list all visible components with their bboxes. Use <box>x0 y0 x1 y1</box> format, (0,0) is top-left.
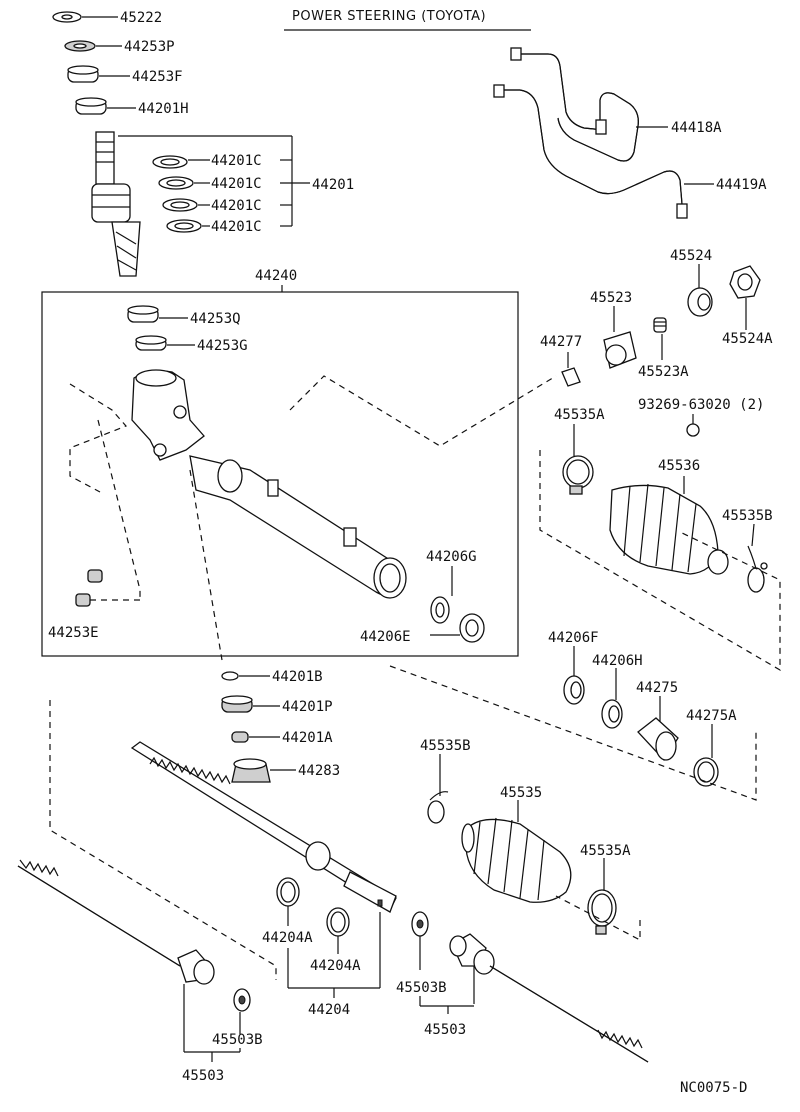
label-44206G: 44206G <box>426 549 477 565</box>
label-44201H: 44201H <box>138 101 189 117</box>
label-44275A: 44275A <box>686 708 737 724</box>
label-45535B-mid: 45535B <box>420 738 471 754</box>
label-44253F: 44253F <box>132 69 183 85</box>
label-45503B-left: 45503B <box>212 1032 263 1048</box>
part-44206G <box>430 566 453 624</box>
label-93269: 93269-63020 (2) <box>638 397 764 413</box>
part-44206F <box>563 646 585 705</box>
part-44201H <box>75 97 136 115</box>
part-44253E <box>75 569 140 607</box>
seals-44201C <box>118 135 310 233</box>
part-44204A-1 <box>276 877 300 926</box>
part-45535B-right <box>747 523 768 593</box>
label-44201C-3: 44201C <box>211 198 262 214</box>
label-44201B: 44201B <box>272 669 323 685</box>
part-44201P <box>221 695 280 713</box>
dashed-guide-lower-left <box>49 700 277 980</box>
part-45535A-low <box>587 858 617 935</box>
label-44240: 44240 <box>255 268 297 284</box>
boot-45535 <box>461 800 572 903</box>
part-44275A <box>693 724 719 787</box>
part-45523A <box>653 317 667 360</box>
part-44206E <box>430 613 485 643</box>
label-44206F: 44206F <box>548 630 599 646</box>
label-44201C-4: 44201C <box>211 219 262 235</box>
part-44253F <box>67 65 130 83</box>
label-45503B-right: 45503B <box>396 980 447 996</box>
bracket-45503-left <box>184 1048 241 1062</box>
label-45524A: 45524A <box>722 331 773 347</box>
label-44201A: 44201A <box>282 730 333 746</box>
bracket-45503-right <box>419 996 474 1014</box>
part-44206H <box>601 668 623 729</box>
part-45535A-top <box>562 424 594 495</box>
label-44418A: 44418A <box>671 120 722 136</box>
pressure-tubes <box>493 47 714 219</box>
label-44253E: 44253E <box>48 625 99 641</box>
dashed-guide-down <box>189 469 223 661</box>
part-44201A <box>231 731 280 743</box>
part-45222 <box>52 11 118 23</box>
label-44204A-2: 44204A <box>310 958 361 974</box>
label-44201: 44201 <box>312 177 354 193</box>
part-44277 <box>561 352 581 387</box>
label-44283: 44283 <box>298 763 340 779</box>
tie-rod-right <box>449 933 649 1063</box>
label-45535: 45535 <box>500 785 542 801</box>
steering-rack <box>130 741 397 913</box>
bracket-44204 <box>287 912 381 998</box>
part-93269-63020 <box>686 414 700 437</box>
dashed-guide-left <box>69 383 128 493</box>
label-45536: 45536 <box>658 458 700 474</box>
dashed-guide-right <box>289 375 557 447</box>
diagram-code: NC0075-D <box>680 1080 747 1096</box>
part-45535B-mid <box>427 754 449 824</box>
label-45535B-right: 45535B <box>722 508 773 524</box>
label-44204: 44204 <box>308 1002 350 1018</box>
part-44253G <box>135 335 195 351</box>
label-44253G: 44253G <box>197 338 248 354</box>
label-45524: 45524 <box>670 248 712 264</box>
part-44275 <box>637 696 679 762</box>
boot-45536 <box>609 476 729 575</box>
label-44206E: 44206E <box>360 629 411 645</box>
housing-assembly-box <box>41 291 519 657</box>
dashed-guide-left-2 <box>97 419 141 600</box>
dashed-guide-mid-right <box>389 665 757 801</box>
part-44253Q <box>127 305 188 323</box>
dashed-guide-boot-right <box>539 450 781 672</box>
part-45503B-right <box>411 911 429 970</box>
label-45535A-low: 45535A <box>580 843 631 859</box>
part-45524 <box>687 264 713 317</box>
label-44277: 44277 <box>540 334 582 350</box>
label-44275: 44275 <box>636 680 678 696</box>
label-44253P: 44253P <box>124 39 175 55</box>
label-44201C-1: 44201C <box>211 153 262 169</box>
part-44253P <box>64 40 122 52</box>
part-44201B <box>221 671 270 681</box>
part-44204A-2 <box>326 907 350 954</box>
diagram-title: POWER STEERING (TOYOTA) <box>292 9 486 24</box>
label-44419A: 44419A <box>716 177 767 193</box>
part-45523 <box>603 306 637 369</box>
label-45503-left: 45503 <box>182 1068 224 1084</box>
pinion-shaft <box>91 131 141 277</box>
tie-rod-left <box>17 859 215 1052</box>
label-45523A: 45523A <box>638 364 689 380</box>
label-44253Q: 44253Q <box>190 311 241 327</box>
label-44201C-2: 44201C <box>211 176 262 192</box>
label-45222: 45222 <box>120 10 162 26</box>
part-45524A <box>729 265 761 330</box>
label-45535A-top: 45535A <box>554 407 605 423</box>
part-44283 <box>231 758 296 783</box>
label-45503-right: 45503 <box>424 1022 466 1038</box>
label-44201P: 44201P <box>282 699 333 715</box>
part-45503B-left <box>233 988 251 1034</box>
label-44206H: 44206H <box>592 653 643 669</box>
label-45523: 45523 <box>590 290 632 306</box>
label-44204A-1: 44204A <box>262 930 313 946</box>
rack-housing <box>131 369 407 599</box>
